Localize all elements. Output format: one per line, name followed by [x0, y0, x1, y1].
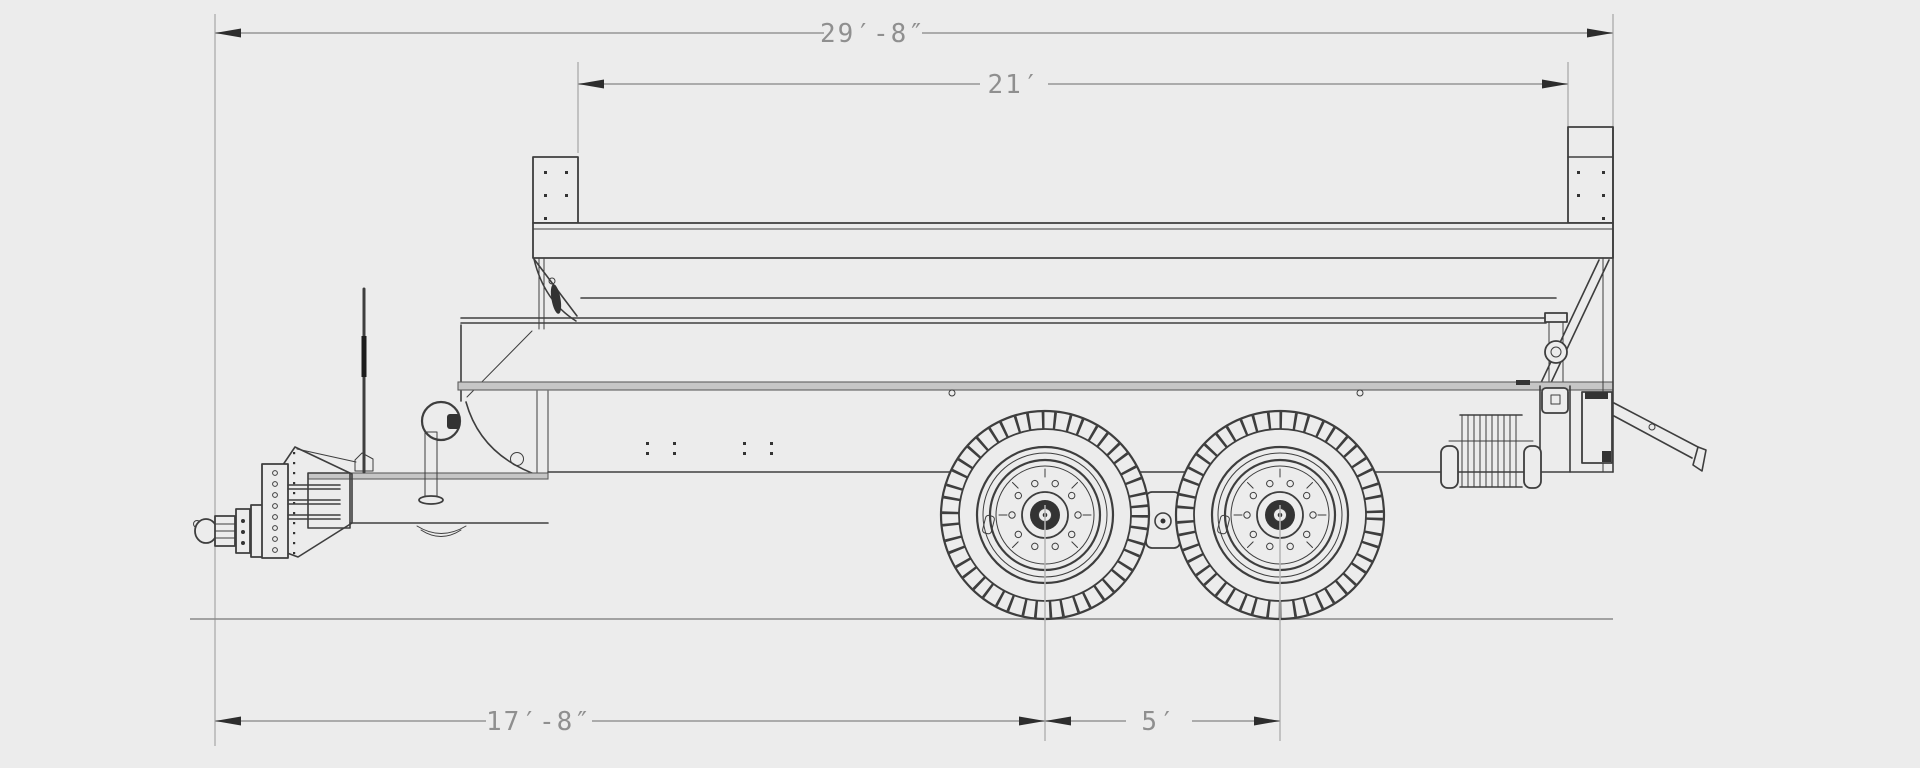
rim-handhole	[1217, 514, 1230, 535]
bed-length-label: 21′	[988, 70, 1041, 100]
bed-front-slope	[533, 258, 578, 330]
dimension-bed-length: 21′	[578, 70, 1568, 100]
skid-dish	[416, 525, 467, 534]
arrowhead-right	[1587, 28, 1613, 38]
extension-lines	[214, 14, 1614, 746]
jack-foot	[418, 495, 444, 505]
front-stake	[532, 156, 579, 224]
rear-chute	[1613, 402, 1707, 472]
arrowhead-left	[1045, 716, 1071, 726]
drawbar-shanks	[287, 484, 341, 520]
arrowhead-right	[1019, 716, 1045, 726]
dimension-axle-spacing: 5′	[1045, 707, 1280, 737]
hub-ticks	[998, 468, 1092, 562]
rim-handhole	[982, 514, 995, 535]
dimension-overall-length: 29′-8″	[215, 19, 1613, 49]
hitch-adjuster-channel	[261, 446, 357, 559]
rear-stake	[1567, 126, 1614, 224]
overall-length-label: 29′-8″	[820, 19, 926, 49]
main-frame-rail	[457, 381, 1614, 391]
tire-tread	[942, 412, 1148, 618]
bolt-hole-column	[293, 452, 296, 555]
front-wheel	[939, 409, 1151, 621]
arrowhead-right	[1542, 79, 1568, 89]
rear-bumper-post	[1539, 385, 1571, 473]
top-rail	[532, 222, 1614, 259]
dump-bed	[460, 126, 1614, 402]
taillight-panel	[1581, 391, 1613, 464]
lug-bolts	[1243, 479, 1317, 551]
parking-brake-lever	[354, 287, 374, 474]
front-gusset	[465, 401, 541, 477]
jack	[418, 400, 462, 505]
frame-bolts	[646, 442, 773, 455]
axle-spacing-label: 5′	[1141, 707, 1176, 737]
arrowhead-left	[215, 28, 241, 38]
dimension-hitch-to-axle: 17′-8″	[215, 707, 1045, 737]
fin-pack	[1440, 414, 1542, 489]
arrowhead-left	[215, 716, 241, 726]
hitch-to-axle-label: 17′-8″	[486, 707, 592, 737]
arrowhead-left	[578, 79, 604, 89]
lug-bolts	[1008, 479, 1082, 551]
walking-beam-equalizer	[1145, 491, 1181, 549]
tailgate-latch	[1544, 312, 1568, 387]
arrowhead-right	[1254, 716, 1280, 726]
pintle-coupler	[193, 504, 265, 558]
hoist-cylinder	[550, 284, 562, 314]
